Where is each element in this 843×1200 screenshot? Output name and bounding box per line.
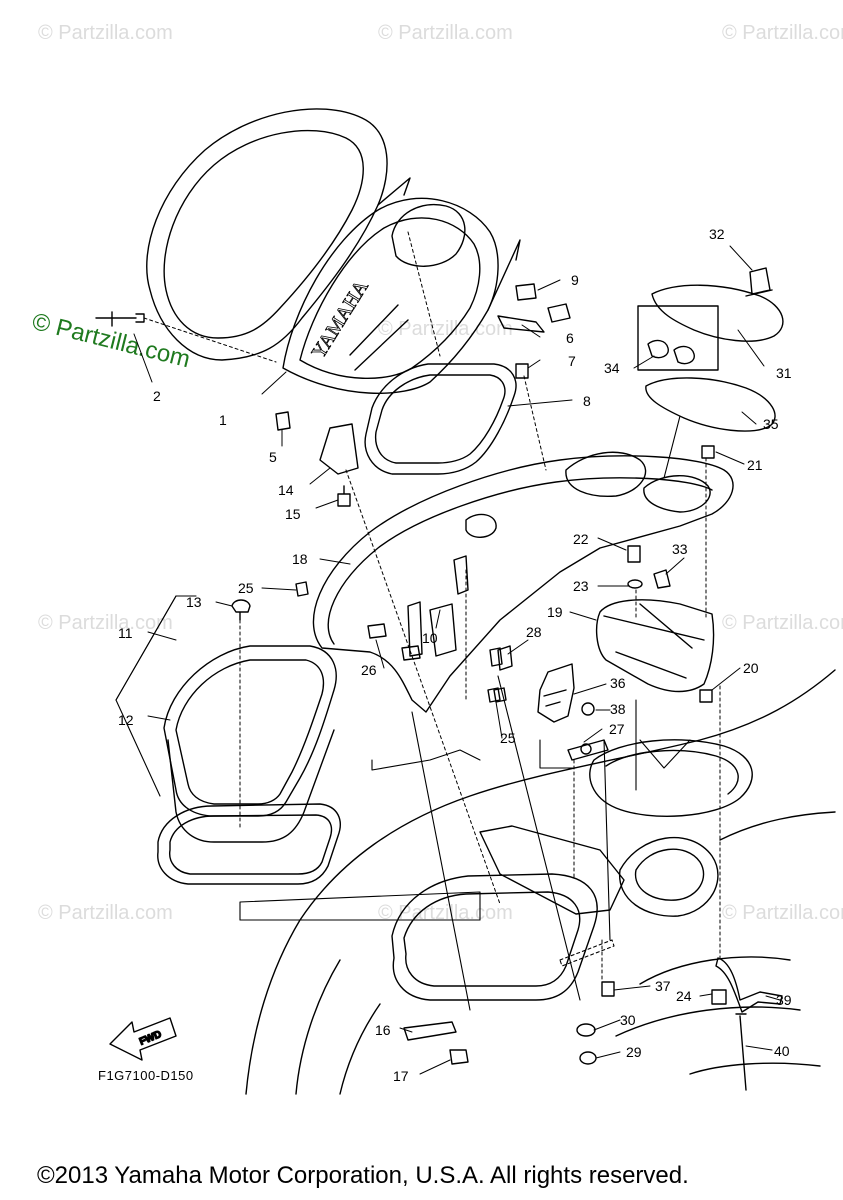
callout-38: 38 — [610, 701, 626, 717]
callout-37: 37 — [655, 978, 671, 994]
callout-40: 40 — [774, 1043, 790, 1059]
callout-32: 32 — [709, 226, 725, 242]
callout-11: 11 — [118, 625, 133, 641]
callout-14: 14 — [278, 482, 294, 498]
callout-22: 22 — [573, 531, 589, 547]
callout-18: 18 — [292, 551, 308, 567]
storage-box — [157, 645, 341, 885]
callout-25: 25 — [238, 580, 254, 596]
watermark: © Partzilla.com — [378, 22, 513, 44]
callout-35: 35 — [763, 416, 779, 432]
watermark: © Partzilla.com — [722, 612, 843, 634]
callout-29: 29 — [626, 1044, 642, 1060]
lid-assembly — [637, 267, 784, 432]
yamaha-emboss: YAMAHA — [308, 276, 373, 363]
reference-lines — [143, 231, 721, 997]
watermark: © Partzilla.com — [38, 22, 173, 44]
watermark: © Partzilla.com — [38, 612, 173, 634]
callout-25b: 25 — [500, 730, 516, 746]
assembly-brackets — [115, 415, 691, 1011]
watermark: © Partzilla.com — [722, 22, 843, 44]
callout-21: 21 — [747, 457, 763, 473]
glove-box — [595, 599, 715, 693]
callout-26: 26 — [361, 662, 377, 678]
callout-28: 28 — [526, 624, 542, 640]
callout-33: 33 — [672, 541, 688, 557]
hood-cover: YAMAHA — [146, 108, 521, 394]
callout-19: 19 — [547, 604, 563, 620]
callout-27: 27 — [609, 721, 625, 737]
callout-16: 16 — [375, 1022, 391, 1038]
fasteners — [95, 283, 783, 1091]
deck-frame — [312, 451, 734, 713]
callout-1: 1 — [219, 412, 227, 428]
seal-ring — [364, 363, 517, 475]
callout-2: 2 — [153, 388, 161, 404]
callout-17: 17 — [393, 1068, 409, 1084]
leader-lines — [133, 245, 781, 1075]
callout-15: 15 — [285, 506, 301, 522]
callout-30: 30 — [620, 1012, 636, 1028]
callout-7: 7 — [568, 353, 576, 369]
copyright-notice: ©2013 Yamaha Motor Corporation, U.S.A. A… — [37, 1162, 689, 1189]
drawing-code: F1G7100-D150 — [98, 1068, 194, 1083]
callout-9: 9 — [571, 272, 579, 288]
fwd-arrow-icon: FWD — [109, 1017, 177, 1061]
callout-31: 31 — [776, 365, 792, 381]
callout-34: 34 — [604, 360, 620, 376]
watermark: © Partzilla.com — [378, 902, 513, 924]
watermark: © Partzilla.com — [722, 902, 843, 924]
callout-23: 23 — [573, 578, 589, 594]
callout-8: 8 — [583, 393, 591, 409]
callout-5: 5 — [269, 449, 277, 465]
callout-6: 6 — [566, 330, 574, 346]
hull-background — [245, 669, 836, 1095]
callout-labels: 1 2 5 6 7 8 9 10 11 12 13 14 15 16 17 18… — [118, 226, 792, 1084]
watermark: © Partzilla.com — [38, 902, 173, 924]
latch-assembly — [319, 423, 609, 761]
callout-13: 13 — [186, 594, 202, 610]
fwd-label: FWD — [138, 1029, 163, 1048]
callout-10: 10 — [422, 630, 438, 646]
callout-12: 12 — [118, 712, 134, 728]
callout-36: 36 — [610, 675, 626, 691]
callout-20: 20 — [743, 660, 759, 676]
callout-24: 24 — [676, 988, 692, 1004]
callout-39: 39 — [776, 992, 792, 1008]
